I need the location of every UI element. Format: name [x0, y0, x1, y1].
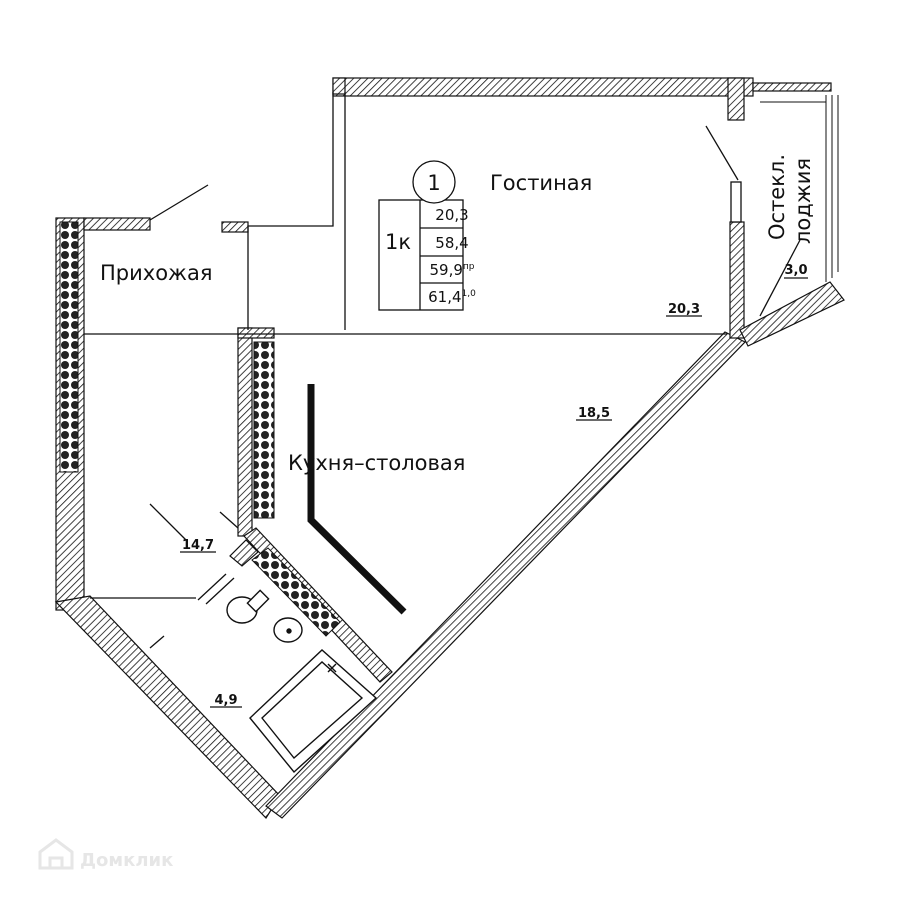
total-area-value: 58,4 [435, 234, 468, 252]
wall-kitchen-left [237, 327, 253, 537]
area-pr-value: 59,9пр [429, 261, 474, 279]
living-room-label: Гостиная [490, 171, 592, 195]
wall-living-loggia [727, 77, 745, 121]
wall-loggia-top [752, 82, 832, 92]
loggia-area-label: 3,0 [784, 263, 807, 278]
bathroom-area-label: 4,9 [214, 693, 237, 708]
vent-shaft-kitchen [253, 341, 275, 519]
rooms-code: 1к [385, 230, 411, 254]
wall-entrance-right [221, 221, 249, 233]
hallway-area-label: 14,7 [182, 538, 214, 553]
kitchen-counter [307, 384, 407, 615]
wall-diagonal-bottom-left [54, 595, 281, 819]
area-coef-value: 61,41,0 [428, 288, 476, 306]
bath-fixtures [226, 589, 378, 774]
kitchen-area-label: 18,5 [578, 406, 610, 421]
hallway-label: Прихожая [100, 261, 212, 285]
watermark-house-icon [38, 838, 74, 870]
apartment-number: 1 [427, 171, 440, 195]
area-pr-sup: пр [463, 262, 475, 272]
wall-corridor-diagonal [229, 539, 259, 567]
watermark-text: Домклик [80, 850, 173, 871]
area-coef-sup: 1,0 [462, 289, 477, 299]
wall-living-left [332, 77, 346, 95]
area-coef-number: 61,4 [428, 288, 461, 306]
area-pr-number: 59,9 [429, 261, 462, 279]
wall-top [332, 77, 754, 97]
loggia-label-line1: Остекл. [765, 154, 789, 240]
bathtub-icon [249, 649, 378, 774]
living-area-label: 20,3 [668, 302, 700, 317]
toilet-icon [226, 589, 270, 624]
kitchen-label: Кухня–столовая [288, 451, 465, 475]
zone-lines [84, 92, 808, 708]
loggia-glazing [760, 95, 839, 282]
sink-icon [273, 617, 303, 643]
loggia-label-line2: лоджия [791, 158, 815, 244]
wall-diagonal-kitchen [265, 331, 747, 819]
watermark: Домклик [38, 838, 173, 871]
exterior-walls [54, 77, 845, 819]
wall-entrance-left [83, 217, 151, 231]
vent-shaft-bath [251, 547, 341, 637]
apartment-number-circle [412, 160, 456, 204]
wall-kitchen-top-stub [237, 327, 275, 339]
wall-living-loggia-lower [729, 221, 745, 339]
wall-loggia-bottom [739, 281, 845, 347]
living-area-value: 20,3 [435, 206, 468, 224]
vent-shaft-left [59, 221, 79, 473]
